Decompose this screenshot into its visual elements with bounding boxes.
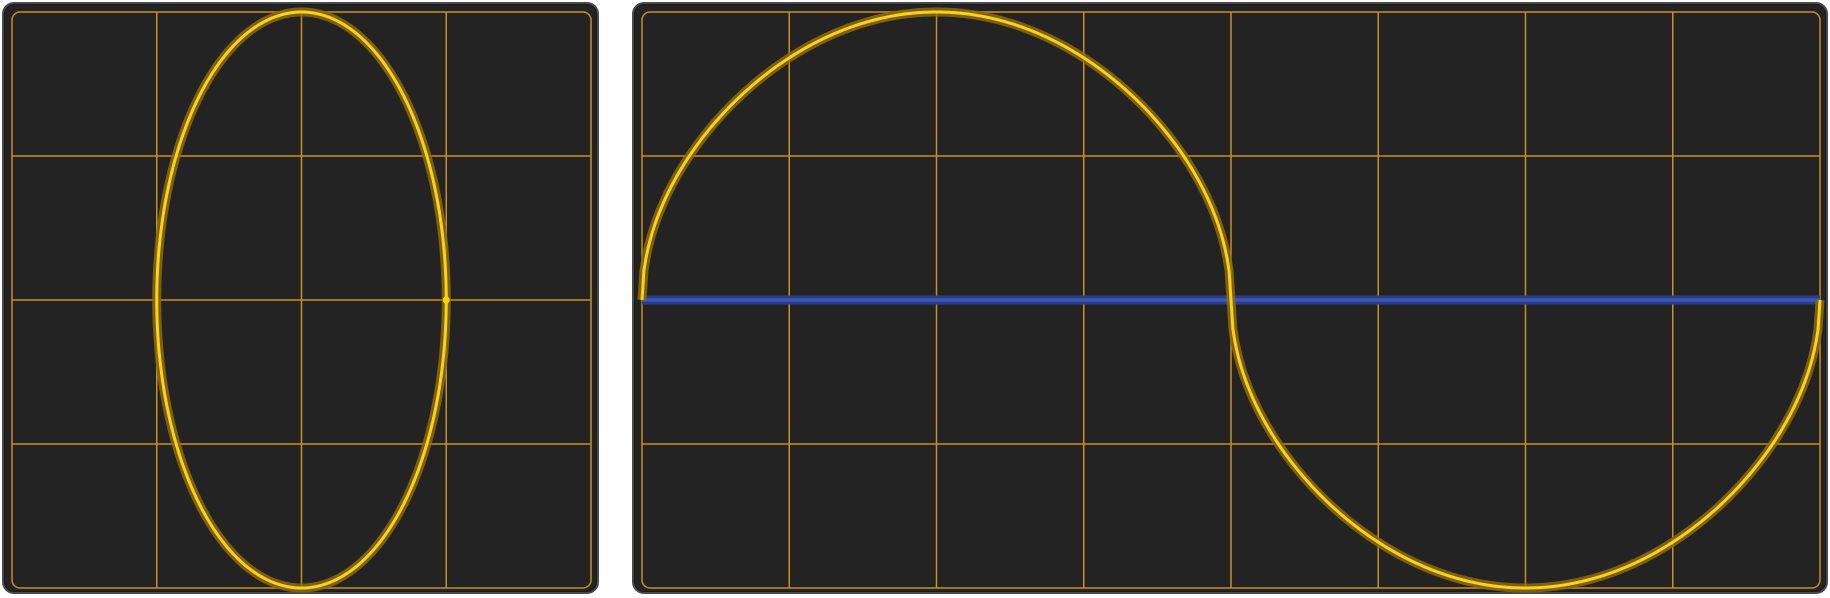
sine-trace [640, 10, 1822, 590]
xy-scope-screen [11, 7, 592, 593]
xy-scope-display [2, 2, 599, 594]
xy-grid [12, 12, 591, 588]
xy-ellipse-trace [155, 10, 448, 590]
time-scope-screen [637, 7, 1825, 593]
xy-trace-marker [442, 296, 450, 304]
time-scope-display [632, 2, 1828, 594]
